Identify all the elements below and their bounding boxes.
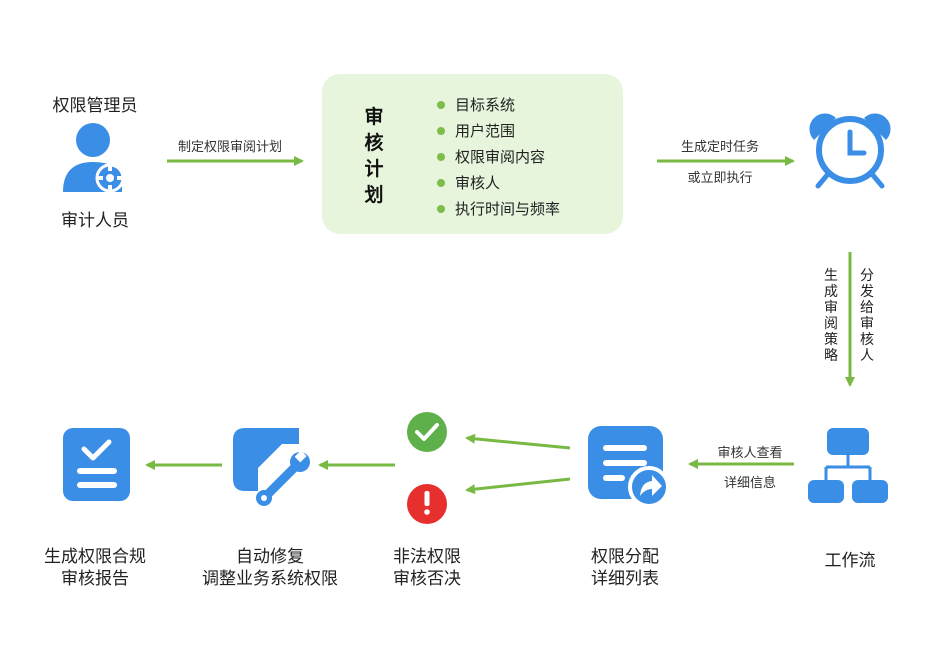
plan-item: 执行时间与频率 <box>437 196 560 222</box>
plan-item: 审核人 <box>437 170 560 196</box>
perm-list-line-2: 详细列表 <box>591 569 659 589</box>
arrow-to-approve <box>465 433 571 450</box>
review-plan-box <box>322 74 623 234</box>
perm-list-label: 权限分配 详细列表 <box>560 546 690 590</box>
arrow-to-reject <box>465 477 571 495</box>
dispatch-label: 分发给审核人 <box>860 268 874 364</box>
perm-list-line-1: 权限分配 <box>591 547 659 567</box>
plan-item: 用户范围 <box>437 118 560 144</box>
autofix-line-2: 调整业务系统权限 <box>202 569 338 589</box>
check-circle-icon <box>407 412 447 452</box>
admin-bottom-label: 审计人员 <box>61 211 129 231</box>
plan-item: 权限审阅内容 <box>437 144 560 170</box>
illegal-line-2: 审核否决 <box>393 569 461 589</box>
reviewer-label-1: 审核人查看 <box>717 446 783 461</box>
workflow-label: 工作流 <box>824 551 876 571</box>
document-share-icon <box>588 426 670 508</box>
illegal-line-1: 非法权限 <box>393 547 461 567</box>
report-check-icon <box>63 428 130 501</box>
plan-item: 目标系统 <box>437 92 560 118</box>
illegal-label: 非法权限 审核否决 <box>362 546 492 590</box>
admin-top-label: 权限管理员 <box>52 96 138 116</box>
alert-circle-icon <box>407 484 447 524</box>
autofix-line-1: 自动修复 <box>236 547 304 567</box>
report-line-2: 审核报告 <box>61 569 129 589</box>
gen-task-label-1: 生成定时任务 <box>680 140 759 155</box>
gen-task-label-2: 或立即执行 <box>687 171 753 186</box>
report-line-1: 生成权限合规 <box>44 547 146 567</box>
report-label: 生成权限合规 审核报告 <box>25 546 165 590</box>
plan-items: 目标系统 用户范围 权限审阅内容 审核人 执行时间与频率 <box>437 92 560 222</box>
reviewer-label-2: 详细信息 <box>723 476 776 491</box>
alarm-clock-icon <box>809 113 891 189</box>
gen-policy-label: 生成审阅策略 <box>824 268 838 364</box>
workflow-icon <box>808 428 888 503</box>
wrench-edit-icon <box>233 428 310 506</box>
autofix-label: 自动修复 调整业务系统权限 <box>185 546 355 590</box>
user-gear-icon <box>63 123 125 193</box>
create-plan-label: 制定权限审阅计划 <box>177 140 282 155</box>
plan-title: 审核计划 <box>364 106 384 206</box>
